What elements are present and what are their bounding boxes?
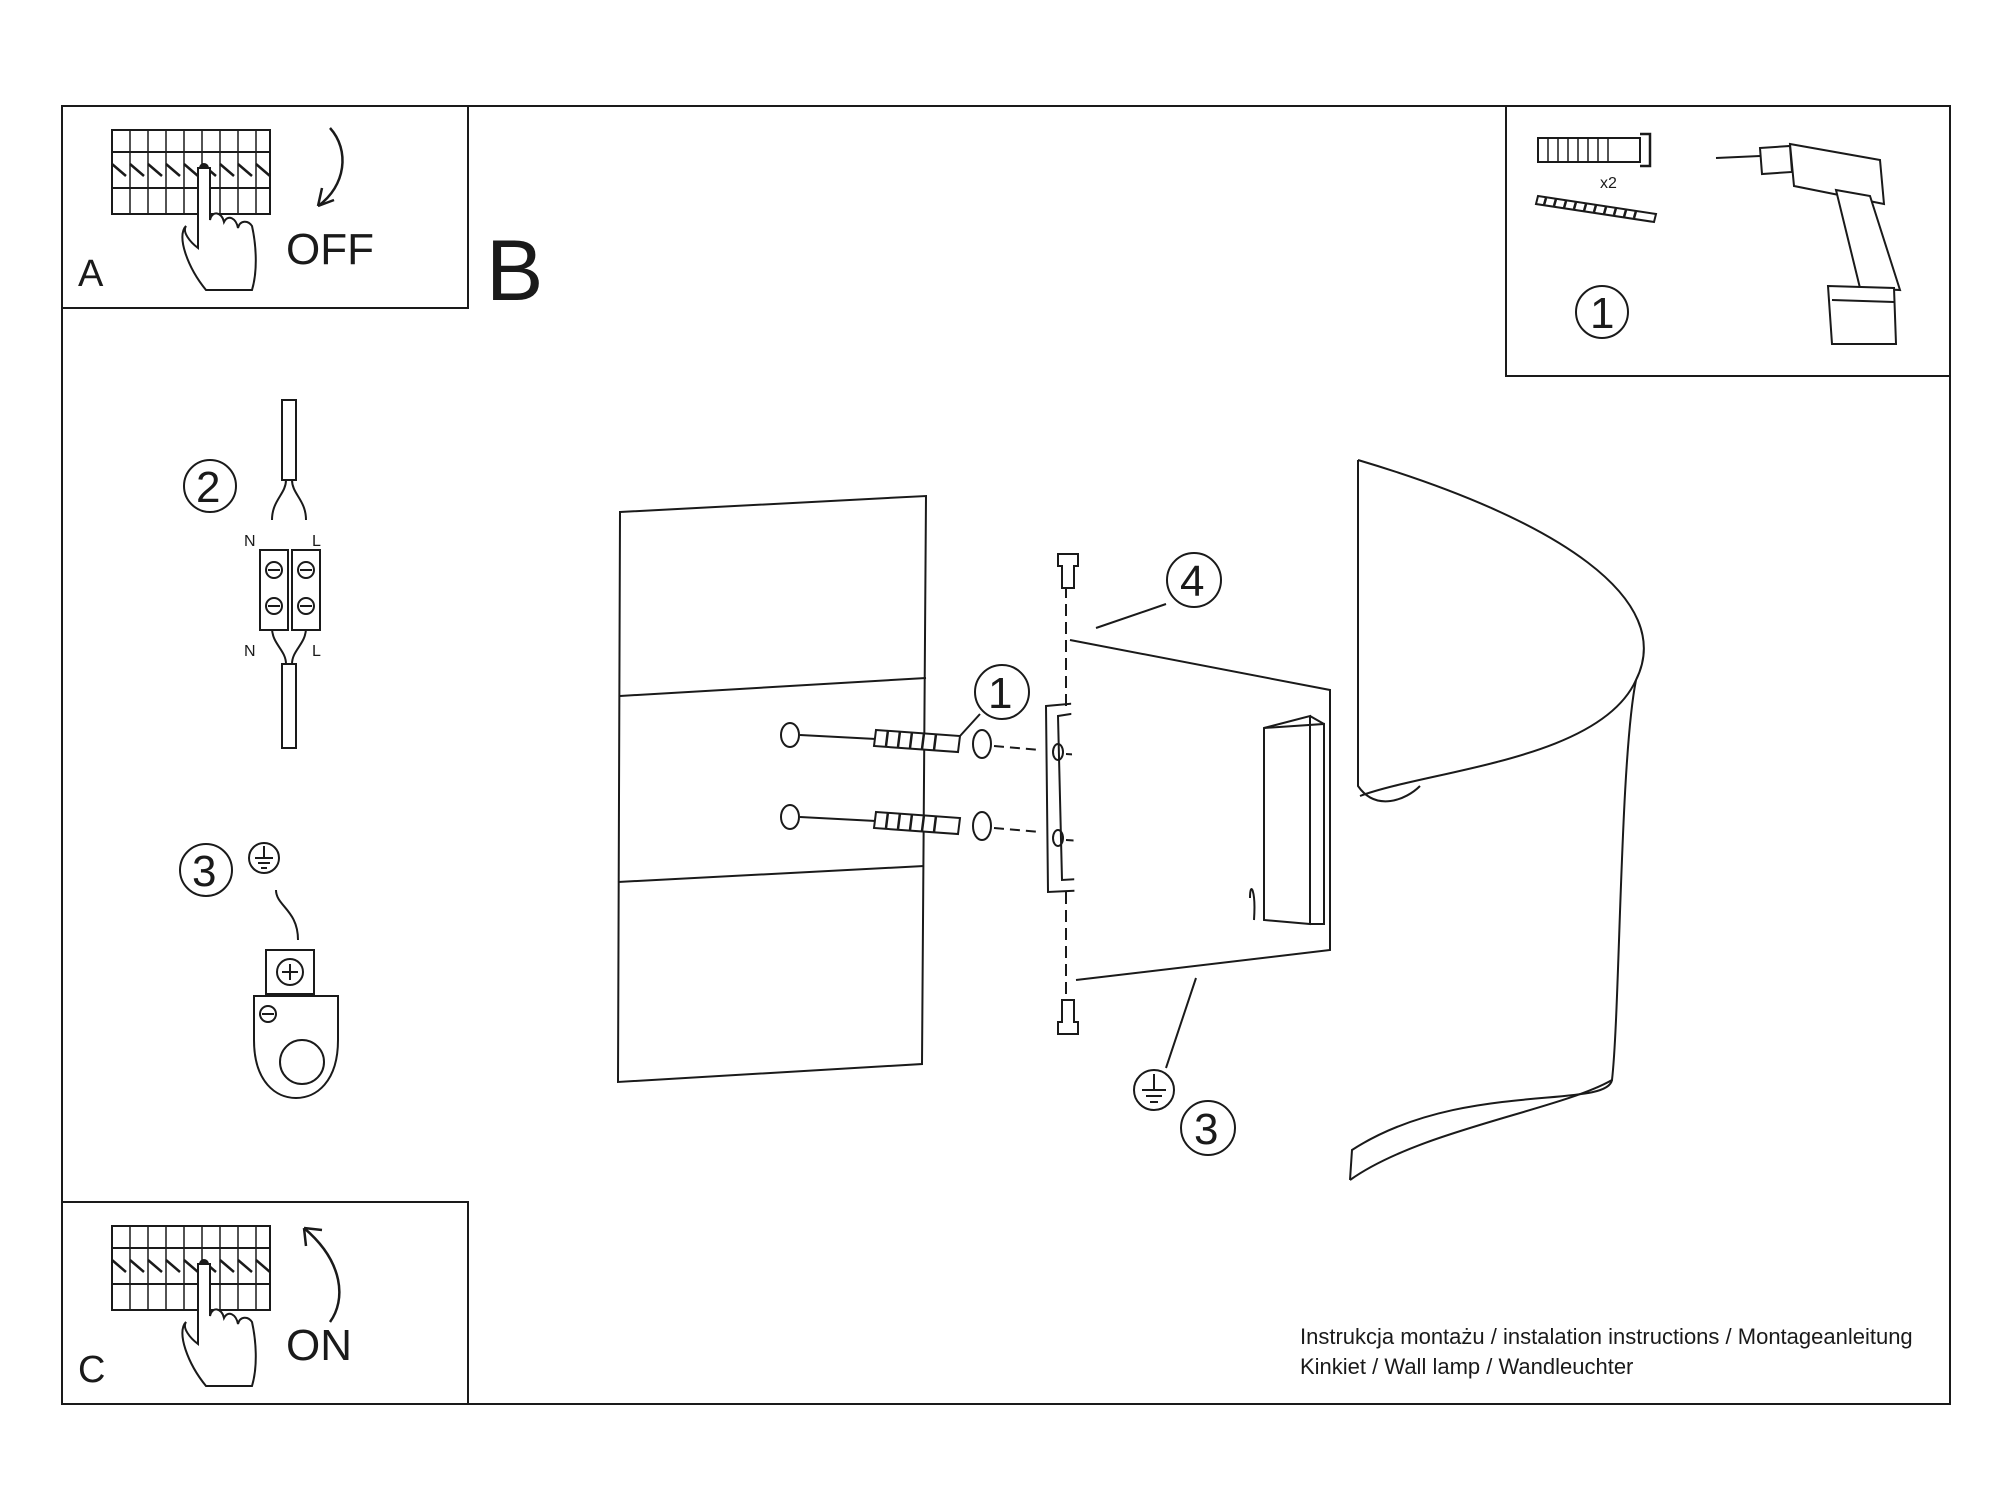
drill-icon — [1715, 142, 1902, 345]
dash-line — [993, 745, 1041, 833]
callout-4-label: 4 — [1180, 557, 1204, 606]
terminal-block-icon — [259, 549, 321, 631]
footer-caption: Instrukcja montażu / instalation instruc… — [1300, 1322, 1913, 1382]
wall-lamp — [1069, 459, 1645, 1181]
ground-terminal-icon — [253, 949, 339, 1100]
hand-icon — [181, 1263, 257, 1387]
main-assembly: 1 4 3 — [616, 459, 1645, 1181]
wall-hole-lower — [780, 804, 800, 830]
neutral-top-label: N — [244, 533, 256, 550]
neutral-bottom-label: N — [244, 643, 256, 660]
quantity-label: x2 — [1600, 175, 1617, 192]
panel-a: A OFF — [61, 105, 469, 309]
ground-step-label: 3 — [192, 847, 216, 896]
arrow-down-icon — [316, 127, 344, 208]
tools-panel: x2 1 — [1505, 105, 1951, 377]
outer-frame — [61, 105, 1951, 1405]
screw-icon — [1534, 194, 1658, 224]
panel-a-box — [61, 105, 469, 309]
callout-3-label: 3 — [1194, 1105, 1218, 1154]
wall-plug-icon — [1537, 132, 1652, 168]
cable-icon — [271, 399, 307, 749]
tools-box — [1505, 105, 1951, 377]
callout-1-label: 1 — [988, 669, 1012, 718]
step-3-circle — [179, 843, 233, 897]
ground-step: 3 — [179, 842, 339, 1100]
hand-icon — [181, 167, 257, 291]
wall-plug-upper — [799, 728, 992, 759]
callout-4-circle — [1166, 552, 1222, 608]
panel-c-letter: C — [78, 1349, 105, 1391]
step-2-circle — [183, 459, 237, 513]
footer-line-2: Kinkiet / Wall lamp / Wandleuchter — [1300, 1354, 1634, 1379]
arrow-up-icon — [302, 1226, 341, 1323]
wiring-step-label: 2 — [196, 463, 220, 512]
breaker-panel-icon — [111, 1225, 271, 1311]
panel-c-box — [61, 1201, 469, 1405]
callout-1-circle — [974, 664, 1030, 720]
wall — [616, 494, 928, 1084]
wall-plug-lower — [799, 810, 992, 841]
ground-symbol-icon — [248, 842, 280, 874]
step-1-circle — [1575, 285, 1629, 339]
off-label: OFF — [286, 225, 374, 274]
on-label: ON — [286, 1321, 352, 1370]
live-top-label: L — [312, 533, 321, 550]
tools-step-label: 1 — [1590, 289, 1614, 338]
wall-hole-upper — [780, 722, 800, 748]
callout-leader — [1095, 603, 1167, 629]
ground-symbol-icon — [1133, 1069, 1175, 1111]
footer-line-1: Instrukcja montażu / instalation instruc… — [1300, 1324, 1913, 1349]
callout-3-circle — [1180, 1100, 1236, 1156]
panel-b-letter: B — [486, 223, 543, 319]
panel-c: C ON — [61, 1201, 469, 1405]
live-bottom-label: L — [312, 643, 321, 660]
callout-leader — [1165, 977, 1197, 1069]
ground-wire — [275, 889, 299, 941]
breaker-panel-icon — [111, 129, 271, 215]
callout-leader — [959, 713, 981, 737]
wiring-step: 2 N L N L — [183, 399, 321, 749]
panel-a-letter: A — [78, 253, 104, 295]
